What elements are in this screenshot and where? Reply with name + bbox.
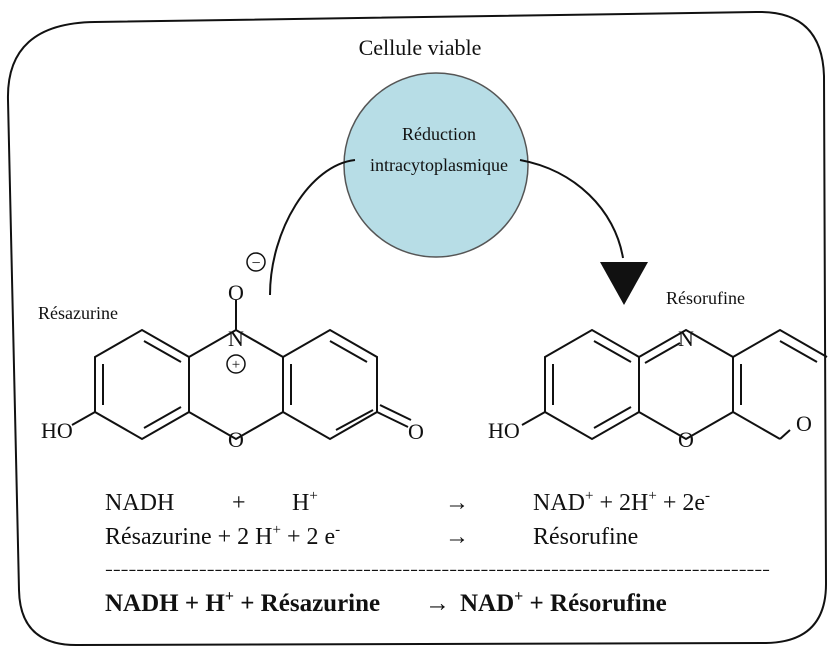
cell-boundary: [6, 10, 828, 647]
resazurin-name: Résazurine: [38, 303, 118, 323]
eq1-products: NAD+ + 2H+ + 2e-: [533, 488, 710, 516]
eq1-arrow: →: [445, 490, 469, 516]
reduction-label-line2: intracytoplasmique: [370, 155, 508, 175]
resazurin-ring-o: O: [228, 427, 244, 452]
resazurin-plus-charge-circle: [226, 354, 246, 374]
resorufin-ring-o: O: [678, 427, 694, 452]
eq2-product: Résorufine: [533, 524, 638, 550]
resazurin-plus-charge: +: [232, 357, 240, 373]
resazurin-ketone-o: O: [408, 419, 424, 444]
resazurin-structure: [71, 300, 412, 441]
eq2-reactants: Résazurine + 2 H+ + 2 e-: [105, 522, 340, 550]
eq1-plus: +: [232, 490, 246, 516]
eq2-arrow: →: [445, 524, 469, 550]
resazurin-n-atom: N: [228, 326, 244, 351]
resorufin-ho: HO: [488, 418, 520, 443]
cell-title: Cellule viable: [359, 35, 482, 60]
net-equation: NADH + H+ + Résazurine → NAD+ + Résorufi…: [105, 588, 667, 617]
net-arrow: →: [425, 590, 450, 617]
equation-2: Résazurine + 2 H+ + 2 e- → Résorufine: [105, 522, 638, 550]
resazurin-ho: HO: [41, 418, 73, 443]
resorufin-ketone-o: O: [796, 411, 812, 436]
resazurin-n-oxide-o: O: [228, 280, 244, 305]
eq1-nadh: NADH: [105, 490, 174, 516]
reduction-arrow-head: [600, 262, 648, 305]
eq1-h: H+: [292, 488, 318, 516]
resazurin-minus-charge: −: [251, 255, 260, 272]
reduction-label-line1: Réduction: [402, 124, 476, 144]
reduction-arrow-curve: [269, 159, 624, 296]
resorufin-n-atom: N: [678, 326, 694, 351]
reduction-circle: [343, 72, 529, 258]
resorufin-structure: [521, 328, 828, 441]
net-products: NAD+ + Résorufine: [460, 588, 667, 617]
net-reactants: NADH + H+ + Résazurine: [105, 588, 380, 617]
equation-1: NADH + H+ → NAD+ + 2H+ + 2e-: [105, 488, 710, 516]
resorufin-name: Résorufine: [666, 288, 745, 308]
resazurin-minus-charge-circle: [246, 252, 266, 272]
equation-divider: ----------------------------------------…: [105, 561, 770, 578]
